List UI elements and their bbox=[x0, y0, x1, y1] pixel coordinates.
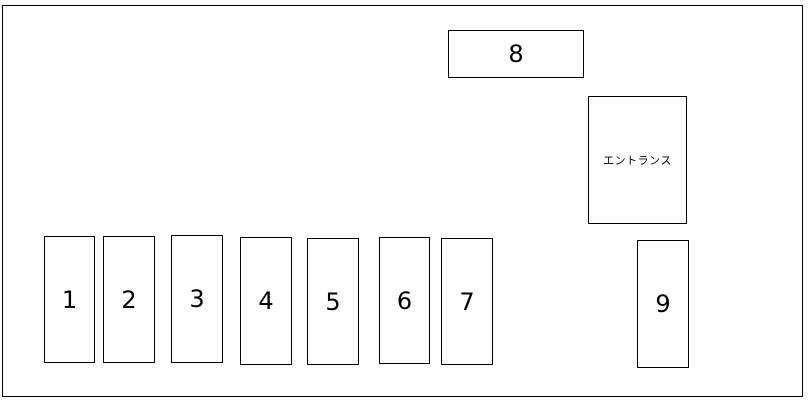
space-8-label: 8 bbox=[508, 40, 524, 68]
space-1-label: 1 bbox=[61, 285, 78, 314]
space-2-label: 2 bbox=[121, 285, 137, 314]
space-3-label: 3 bbox=[189, 285, 205, 313]
space-5: 5 bbox=[307, 238, 359, 365]
space-2: 2 bbox=[103, 236, 155, 363]
space-9-label: 9 bbox=[655, 290, 671, 318]
space-6-label: 6 bbox=[396, 286, 413, 315]
space-7: 7 bbox=[441, 238, 493, 365]
space-8: 8 bbox=[448, 30, 584, 78]
space-4: 4 bbox=[240, 237, 292, 365]
space-5-label: 5 bbox=[325, 287, 341, 316]
space-3: 3 bbox=[171, 235, 223, 363]
entrance-label: エントランス bbox=[603, 154, 672, 167]
space-9: 9 bbox=[637, 240, 689, 368]
space-7-label: 7 bbox=[459, 287, 475, 316]
space-4-label: 4 bbox=[258, 287, 274, 315]
floor-plan-frame bbox=[2, 5, 803, 397]
space-6: 6 bbox=[379, 237, 430, 364]
space-1: 1 bbox=[44, 236, 95, 363]
entrance-area: エントランス bbox=[588, 96, 687, 224]
